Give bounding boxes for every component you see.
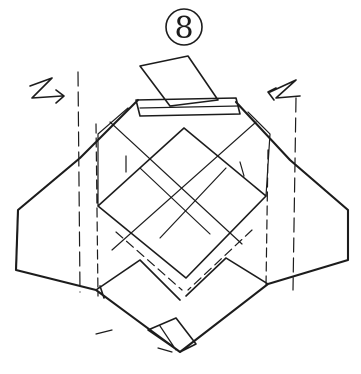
top-tab-crease (140, 106, 238, 108)
crease-diagonal-1 (110, 122, 242, 244)
right-fold-guide (266, 80, 300, 290)
bottom-pocket (96, 318, 196, 352)
left-wing-outer-edge (16, 210, 18, 270)
bottom-left-tick (96, 330, 112, 334)
left-zigzag-arrow-icon (30, 78, 62, 98)
left-wing-top-edge (18, 158, 80, 210)
main-diamond-body (16, 100, 348, 352)
right-outer-fold-line (293, 98, 296, 290)
step-number-badge: 8 (166, 9, 202, 46)
lower-panels (96, 258, 268, 300)
step-number-text: 8 (174, 11, 193, 46)
right-wing-top-edge (290, 160, 348, 210)
lower-left-panel-edge (96, 260, 180, 300)
inner-left-upper-edge (98, 108, 128, 206)
lower-left-notch (100, 286, 104, 298)
left-outer-fold-line (78, 72, 80, 292)
bottom-center-tick (158, 348, 172, 352)
inner-square-outline (98, 128, 266, 278)
top-tab (136, 56, 240, 116)
inner-square (98, 108, 270, 278)
bottom-pocket-outline (148, 318, 196, 352)
crease-dashed-lower-left (116, 232, 182, 290)
crease-diagonal-2 (112, 122, 256, 250)
crease-inner-1 (140, 168, 210, 234)
lower-right-panel-edge (186, 258, 268, 296)
left-fold-guide (30, 72, 98, 296)
crease-dashed-lower-right (188, 230, 252, 290)
diamond-outline (16, 100, 348, 352)
